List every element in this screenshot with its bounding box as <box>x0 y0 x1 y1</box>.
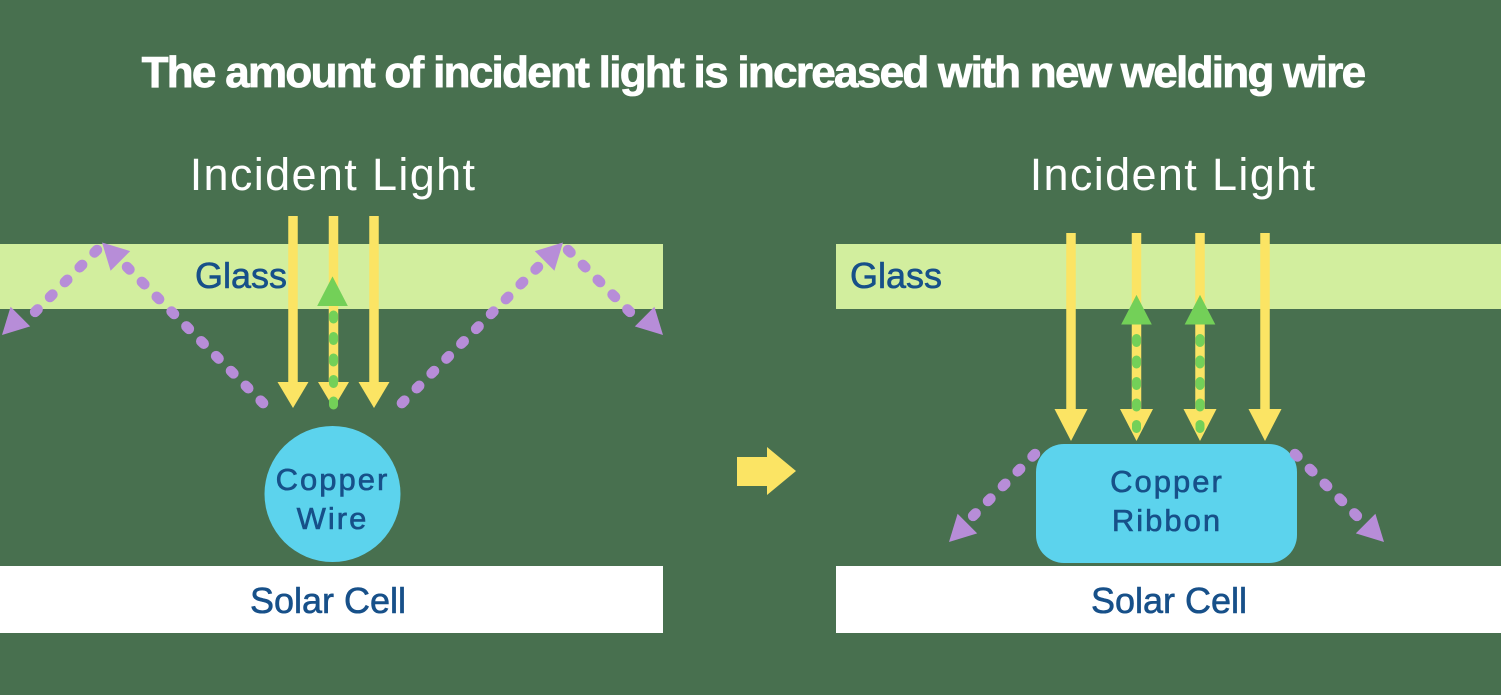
svg-text:Incident Light: Incident Light <box>1030 149 1317 200</box>
svg-text:Wire: Wire <box>297 501 369 536</box>
svg-text:Glass: Glass <box>195 255 287 296</box>
svg-text:Copper: Copper <box>1110 464 1224 499</box>
svg-text:Incident Light: Incident Light <box>190 149 477 200</box>
svg-text:Ribbon: Ribbon <box>1112 503 1222 538</box>
svg-text:Glass: Glass <box>850 255 942 296</box>
svg-text:The amount of incident light i: The amount of incident light is increase… <box>142 48 1365 97</box>
svg-text:Copper: Copper <box>276 462 390 497</box>
svg-text:Solar Cell: Solar Cell <box>250 580 406 621</box>
svg-text:Solar Cell: Solar Cell <box>1091 580 1247 621</box>
